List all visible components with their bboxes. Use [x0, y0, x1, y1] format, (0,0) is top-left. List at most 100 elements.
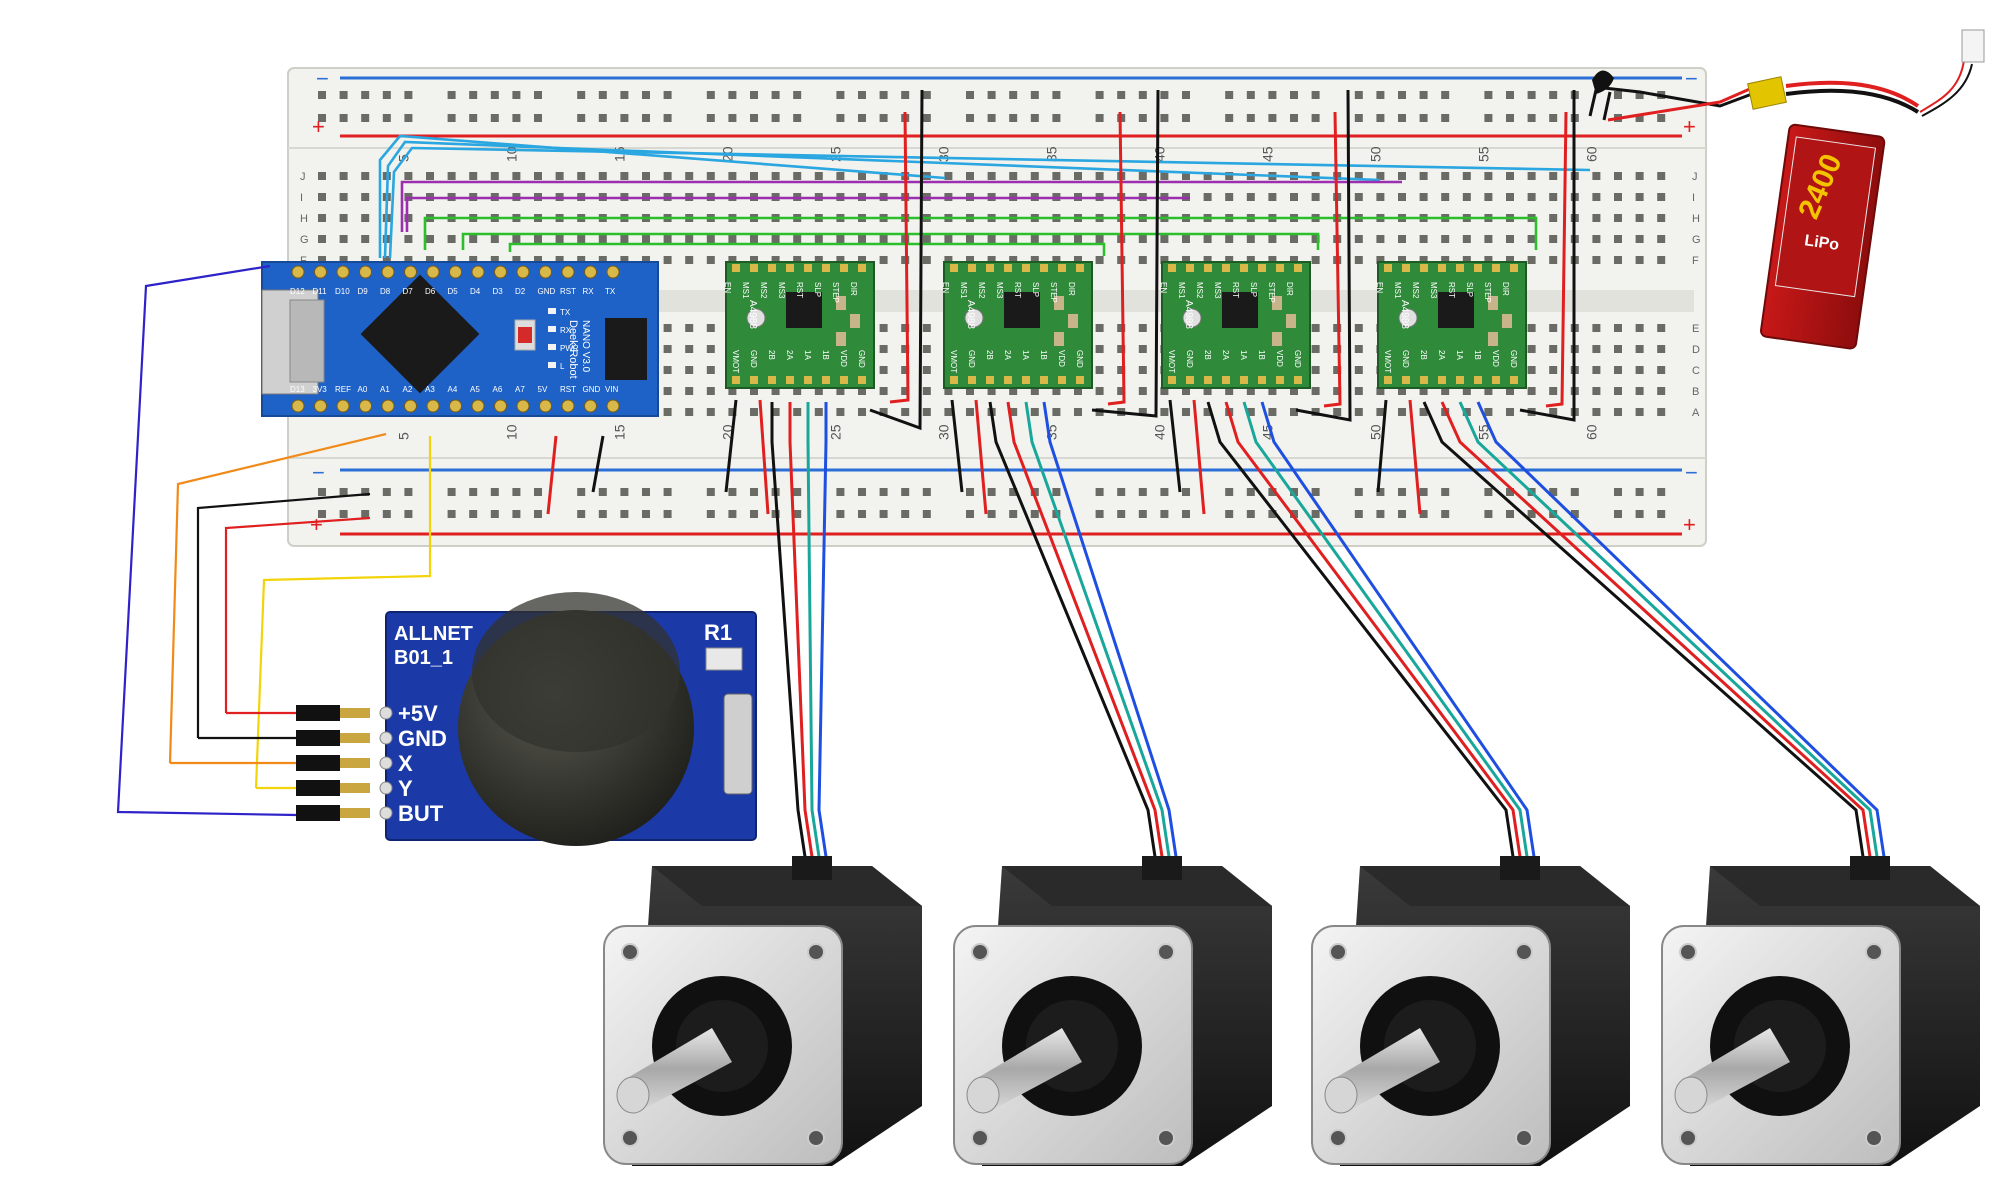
breadboard-hole [1074, 235, 1082, 243]
breadboard-hole [1225, 510, 1234, 518]
breadboard-hole [339, 91, 348, 99]
driver-label: A4988 [1183, 300, 1194, 329]
breadboard-hole [534, 510, 542, 518]
breadboard-hole [1138, 172, 1147, 180]
breadboard-hole [879, 114, 888, 122]
column-number: 60 [1583, 424, 1599, 440]
breadboard-hole [1290, 387, 1298, 395]
breadboard-hole [1441, 488, 1450, 496]
breadboard-hole [1246, 408, 1255, 416]
nano-pin-label: D10 [335, 287, 350, 296]
breadboard-hole [1484, 387, 1493, 395]
breadboard-hole [1246, 256, 1255, 264]
driver-pin-label: MS3 [995, 282, 1004, 299]
breadboard-hole [577, 91, 586, 99]
breadboard-hole [404, 488, 413, 496]
breadboard-hole [1117, 345, 1126, 353]
breadboard-hole [879, 324, 888, 332]
breadboard-hole [1441, 387, 1450, 395]
breadboard-hole [490, 256, 499, 264]
breadboard-hole [1527, 345, 1536, 353]
driver-pin-label: MS1 [959, 282, 968, 299]
breadboard-hole [1117, 366, 1126, 374]
breadboard-hole [1138, 345, 1147, 353]
breadboard-hole [1549, 193, 1558, 201]
breadboard-hole [728, 114, 737, 122]
driver-pin [840, 264, 848, 272]
rail-minus-label: − [1685, 460, 1698, 485]
breadboard-hole [750, 408, 758, 416]
breadboard-hole [1311, 510, 1320, 518]
breadboard-hole [512, 91, 521, 99]
mounting-hole [1157, 1129, 1175, 1147]
column-number: 30 [935, 146, 951, 162]
breadboard-hole [1030, 510, 1039, 518]
breadboard-hole [512, 235, 521, 243]
breadboard-hole [318, 114, 326, 122]
breadboard-hole [1074, 256, 1082, 264]
breadboard-hole [1052, 387, 1061, 395]
breadboard-hole [685, 324, 694, 332]
breadboard-hole [1311, 235, 1320, 243]
breadboard-hole [793, 387, 802, 395]
breadboard-hole [1527, 366, 1536, 374]
column-number: 30 [935, 424, 951, 440]
column-number: 25 [827, 424, 843, 440]
driver-chip [1222, 292, 1258, 328]
breadboard-hole [1635, 91, 1644, 99]
breadboard-hole [1138, 488, 1147, 496]
breadboard-hole [814, 408, 823, 416]
jumper-red [1408, 399, 1422, 515]
smd-component [836, 332, 846, 346]
driver-pin-label: VDD [839, 350, 848, 367]
led-label: PWR [560, 344, 579, 353]
breadboard-hole [706, 256, 715, 264]
breadboard-hole [1484, 172, 1493, 180]
current-potentiometer[interactable] [746, 308, 766, 328]
breadboard-hole [1484, 408, 1493, 416]
led [548, 308, 556, 314]
current-potentiometer[interactable] [1398, 308, 1418, 328]
driver-pin-label: VMOT [949, 350, 958, 373]
nano-pin-label: A1 [380, 385, 390, 394]
driver-pin [1222, 264, 1230, 272]
breadboard-hole [966, 387, 974, 395]
column-number: 60 [1583, 146, 1599, 162]
breadboard-hole [663, 256, 672, 264]
breadboard-hole [706, 488, 715, 496]
breadboard-hole [1398, 172, 1406, 180]
breadboard-hole [318, 256, 326, 264]
breadboard-hole [1376, 256, 1385, 264]
vmot-red-2 [1107, 111, 1126, 406]
breadboard-hole [771, 172, 780, 180]
breadboard-hole [577, 172, 586, 180]
breadboard-hole [577, 488, 586, 496]
breadboard-hole [1419, 488, 1428, 496]
breadboard-hole [1138, 510, 1147, 518]
breadboard-hole [426, 172, 434, 180]
breadboard-hole [1052, 256, 1061, 264]
current-potentiometer[interactable] [1182, 308, 1202, 328]
breadboard-hole [1398, 408, 1406, 416]
column-number: 5 [395, 432, 411, 440]
current-potentiometer[interactable] [964, 308, 984, 328]
breadboard-hole [663, 345, 672, 353]
driver-pin-label: 1B [821, 350, 830, 360]
breadboard-hole [1549, 235, 1558, 243]
breadboard-hole [1614, 324, 1622, 332]
driver-pin [858, 376, 866, 384]
breadboard-hole [663, 387, 672, 395]
driver-pin [840, 376, 848, 384]
breadboard-hole [598, 91, 607, 99]
breadboard-hole [1376, 235, 1385, 243]
breadboard-hole [1549, 256, 1558, 264]
breadboard-hole [1527, 114, 1536, 122]
header-pin [340, 708, 370, 718]
joystick-brand: ALLNET [394, 623, 473, 645]
breadboard-hole [793, 256, 802, 264]
breadboard-hole [469, 510, 478, 518]
breadboard-hole [1182, 510, 1190, 518]
breadboard-hole [966, 488, 974, 496]
